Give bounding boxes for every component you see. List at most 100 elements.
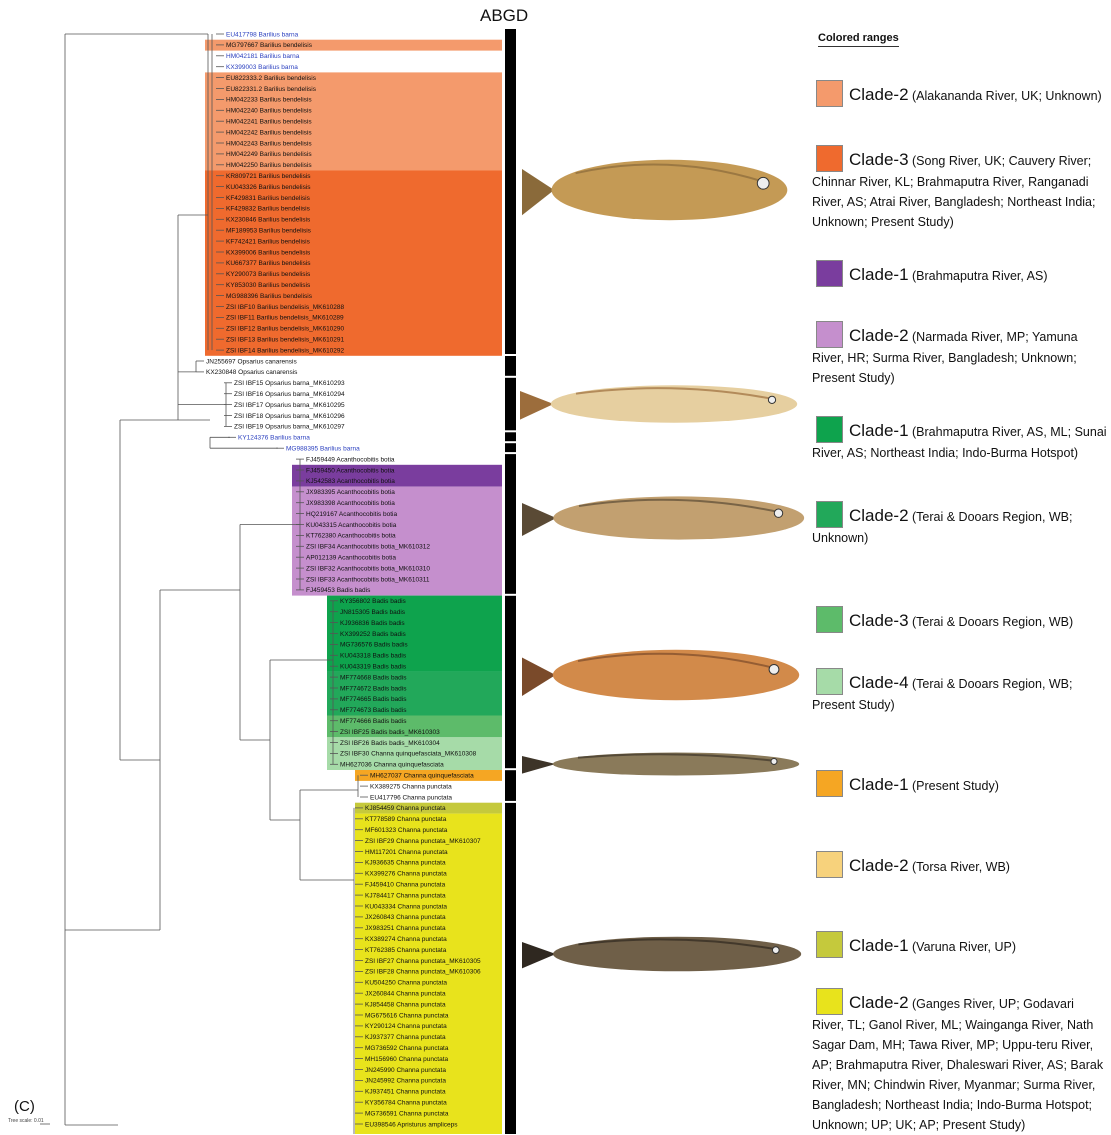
taxon-label: EU822331.2 Barilius bendelisis <box>226 86 317 93</box>
taxon-label: KY853030 Barilius bendelisis <box>226 282 311 289</box>
legend-title: Colored ranges <box>818 32 899 47</box>
taxon-label: KU043334 Channa punctata <box>365 903 447 910</box>
acanthocobitis-fish-image <box>522 488 807 548</box>
taxon-label: MG797667 Barilius bendelisis <box>226 42 313 49</box>
taxon-label: KJ936836 Badis badis <box>340 620 405 627</box>
taxon-label: ZSI IBF29 Channa punctata_MK610307 <box>365 838 481 845</box>
taxon-label: ZSI IBF19 Opsarius barna_MK610297 <box>234 424 345 431</box>
taxon-label: MG736576 Badis badis <box>340 642 408 649</box>
taxon-label: MF189953 Barilius bendelisis <box>226 228 312 235</box>
taxon-label: FJ459450 Acanthocobitis botia <box>306 467 395 474</box>
taxon-label: JX983395 Acanthocobitis botia <box>306 489 395 496</box>
taxon-label: MH627037 Channa quinquefasciata <box>370 773 474 780</box>
taxon-label: KX389275 Channa punctata <box>370 783 452 790</box>
taxon-label: KT762380 Acanthocobitis botia <box>306 533 396 540</box>
legend-clade-detail: (Brahmaputra River, AS) <box>909 269 1048 283</box>
legend-swatch <box>816 321 843 348</box>
legend-swatch <box>816 988 843 1015</box>
taxon-label: KY356802 Badis badis <box>340 598 407 605</box>
taxon-label: KY124376 Barilius barna <box>238 435 310 442</box>
taxon-label: KY290124 Channa punctata <box>365 1023 447 1030</box>
taxon-label: HM042249 Barilius bendelisis <box>226 151 312 158</box>
legend-swatch <box>816 931 843 958</box>
taxon-label: ZSI IBF27 Channa punctata_MK610305 <box>365 958 481 965</box>
taxon-label: KU667377 Barilius bendelisis <box>226 260 311 267</box>
taxon-label: KX230848 Opsarius canarensis <box>206 369 298 376</box>
legend-swatch <box>816 501 843 528</box>
taxon-label: MF774665 Badis badis <box>340 696 407 703</box>
taxon-label: KU043315 Acanthocobitis botia <box>306 522 397 529</box>
taxon-label: KJ854458 Channa punctata <box>365 1001 446 1008</box>
legend-item: Clade-2 (Ganges River, UP; Godavari Rive… <box>812 988 1107 1135</box>
taxon-label: MG988396 Barilius bendelisis <box>226 293 313 300</box>
taxon-label: ZSI IBF10 Barilius bendelisis_MK610288 <box>226 304 345 311</box>
legend-clade-detail: (Torsa River, WB) <box>909 860 1010 874</box>
abgd-bar <box>505 770 516 801</box>
legend-item: Clade-2 (Alakananda River, UK; Unknown) <box>812 80 1107 107</box>
legend-item: Clade-3 (Song River, UK; Cauvery River; … <box>812 145 1107 232</box>
legend-swatch <box>816 606 843 633</box>
taxon-label: ZSI IBF30 Channa quinquefasciata_MK61030… <box>340 751 477 758</box>
taxon-label: KF429831 Barilius bendelisis <box>226 195 311 202</box>
taxon-label: KJ937451 Channa punctata <box>365 1089 446 1096</box>
legend-item: Clade-1 (Brahmaputra River, AS, ML; Suna… <box>812 416 1107 463</box>
legend-item: Clade-2 (Terai & Dooars Region, WB; Unkn… <box>812 501 1107 548</box>
legend-swatch <box>816 260 843 287</box>
taxon-label: MF774666 Badis badis <box>340 718 407 725</box>
taxon-label: ZSI IBF17 Opsarius barna_MK610295 <box>234 402 345 409</box>
taxon-label: JN245992 Channa punctata <box>365 1078 446 1085</box>
taxon-label: KY290073 Barilius bendelisis <box>226 271 311 278</box>
channa-quinquefasciata-image <box>522 748 802 780</box>
badis-fish-image <box>522 640 802 710</box>
taxon-label: MF774672 Badis badis <box>340 685 407 692</box>
taxon-label: HQ219167 Acanthocobitis botia <box>306 511 397 518</box>
legend-item: Clade-4 (Terai & Dooars Region, WB; Pres… <box>812 668 1107 715</box>
abgd-bar <box>505 803 516 1134</box>
taxon-label: KF742421 Barilius bendelisis <box>226 238 311 245</box>
taxon-label: ZSI IBF28 Channa punctata_MK610306 <box>365 969 481 976</box>
legend-clade-detail: (Alakananda River, UK; Unknown) <box>909 89 1102 103</box>
taxon-label: ZSI IBF34 Acanthocobitis botia_MK610312 <box>306 544 430 551</box>
taxon-label: MG736592 Channa punctata <box>365 1045 449 1052</box>
legend-swatch <box>816 416 843 443</box>
legend-clade-detail: (Varuna River, UP) <box>909 940 1016 954</box>
abgd-bar <box>505 596 516 768</box>
taxon-label: EU417796 Channa punctata <box>370 794 452 801</box>
taxon-label: MF774668 Badis badis <box>340 674 407 681</box>
barilius-fish-image <box>522 148 790 232</box>
taxon-label: KX399003 Barilius barna <box>226 64 298 71</box>
abgd-bar <box>505 454 516 594</box>
abgd-bar <box>505 378 516 431</box>
legend-clade-name: Clade-3 <box>849 150 909 169</box>
legend-item: Clade-1 (Present Study) <box>812 770 1107 797</box>
taxon-label: JN815305 Badis badis <box>340 609 406 616</box>
legend-swatch <box>816 770 843 797</box>
legend-item: Clade-2 (Torsa River, WB) <box>812 851 1107 878</box>
taxon-label: HM042233 Barilius bendelisis <box>226 97 312 104</box>
legend-clade-name: Clade-2 <box>849 993 909 1012</box>
taxon-label: EU822333.2 Barilius bendelisis <box>226 75 317 82</box>
abgd-bar <box>505 356 516 376</box>
taxon-label: ZSI IBF14 Barilius bendelisis_MK610292 <box>226 347 345 354</box>
taxon-label: KF429832 Barilius bendelisis <box>226 206 311 213</box>
taxon-label: KU043318 Badis badis <box>340 653 407 660</box>
taxon-label: MF774673 Badis badis <box>340 707 407 714</box>
legend-item: Clade-3 (Terai & Dooars Region, WB) <box>812 606 1107 633</box>
legend-item: Clade-2 (Narmada River, MP; Yamuna River… <box>812 321 1107 388</box>
legend-clade-name: Clade-1 <box>849 421 909 440</box>
taxon-label: MG736591 Channa punctata <box>365 1110 449 1117</box>
taxon-label: MG675616 Channa punctata <box>365 1012 449 1019</box>
taxon-label: ZSI IBF16 Opsarius barna_MK610294 <box>234 391 345 398</box>
taxon-label: KJ542583 Acanthocobitis botia <box>306 478 395 485</box>
legend-swatch <box>816 145 843 172</box>
tree-scale-label: Tree scale: 0.01 <box>8 1118 44 1124</box>
legend-clade-name: Clade-2 <box>849 326 909 345</box>
legend-item: Clade-1 (Brahmaputra River, AS) <box>812 260 1107 287</box>
taxon-label: KX399006 Barilius bendelisis <box>226 249 311 256</box>
legend-clade-name: Clade-4 <box>849 673 909 692</box>
taxon-label: ZSI IBF25 Badis badis_MK610303 <box>340 729 440 736</box>
legend-clade-name: Clade-3 <box>849 611 909 630</box>
taxon-label: HM042241 Barilius bendelisis <box>226 119 312 126</box>
taxon-label: KR809721 Barilius bendelisis <box>226 173 311 180</box>
taxon-label: FJ459410 Channa punctata <box>365 882 446 889</box>
